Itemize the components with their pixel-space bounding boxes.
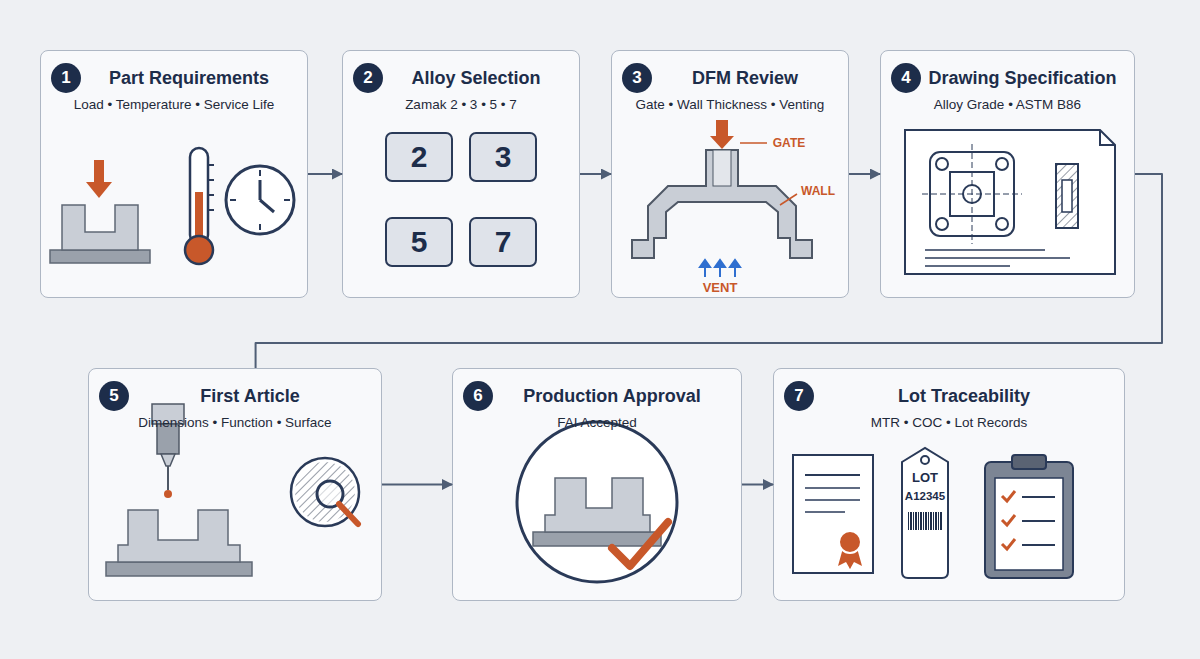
flow-connector (742, 484, 773, 486)
clipboard-icon (985, 455, 1073, 578)
flow-connector (849, 173, 880, 175)
drawing-sheet (905, 130, 1115, 274)
alloy-number: 5 (411, 225, 428, 259)
step-title: First Article (129, 386, 371, 407)
panel-header: 4Drawing Specification (891, 63, 1124, 93)
label-text: A12345 (905, 490, 945, 502)
panel-header: 6Production Approval (463, 381, 731, 411)
step-title: Part Requirements (81, 68, 297, 89)
magnifier-icon (291, 458, 359, 526)
step-title: Alloy Selection (383, 68, 569, 89)
step-number: 5 (99, 381, 129, 411)
alloy-tile: 3 (469, 132, 537, 182)
alloy-number: 7 (495, 225, 512, 259)
step-number: 3 (622, 63, 652, 93)
label-text: GATE (773, 136, 805, 150)
step-number: 2 (353, 63, 383, 93)
panel-header: 7Lot Traceability (784, 381, 1114, 411)
cmm-probe (152, 404, 184, 498)
flow-connector (308, 173, 342, 175)
label-text: WALL (801, 184, 835, 198)
step-number: 1 (51, 63, 81, 93)
callout-label: A12345 (905, 490, 945, 502)
step-number: 4 (891, 63, 921, 93)
alloy-number: 3 (495, 140, 512, 174)
step-subtitle: Alloy Grade • ASTM B86 (891, 97, 1124, 112)
step-subtitle: Dimensions • Function • Surface (99, 415, 371, 430)
panel-header: 1Part Requirements (51, 63, 297, 93)
callout-label: LOT (912, 470, 938, 485)
flow-connector (382, 484, 452, 486)
step-number: 7 (784, 381, 814, 411)
clock-icon (226, 166, 294, 234)
step-title: Drawing Specification (921, 68, 1124, 89)
panel-header: 3DFM Review (622, 63, 838, 93)
flow-connector (580, 173, 611, 175)
lot-tag (902, 448, 948, 578)
part-icon (106, 510, 252, 576)
callout-label: WALL (801, 184, 835, 198)
step-subtitle: Load • Temperature • Service Life (51, 97, 297, 112)
step-panel: 2Alloy SelectionZamak 2 • 3 • 5 • 72357 (342, 50, 580, 298)
alloy-number: 2 (411, 140, 428, 174)
label-text: LOT (912, 470, 938, 485)
step-title: Production Approval (493, 386, 731, 407)
alloy-tile: 5 (385, 217, 453, 267)
flow-connector (256, 174, 1162, 368)
step-title: DFM Review (652, 68, 838, 89)
certificate-icon (793, 455, 873, 573)
callout-label: GATE (773, 136, 805, 150)
alloy-tile: 2 (385, 132, 453, 182)
step-title: Lot Traceability (814, 386, 1114, 407)
thermometer-icon (185, 148, 214, 264)
callout-label: VENT (703, 280, 738, 295)
approval-icon (517, 422, 677, 582)
panel-header: 5First Article (99, 381, 371, 411)
step-number: 6 (463, 381, 493, 411)
alloy-tile: 7 (469, 217, 537, 267)
casting-section (632, 120, 812, 277)
panel-header: 2Alloy Selection (353, 63, 569, 93)
step-subtitle: FAI Accepted (463, 415, 731, 430)
step-subtitle: Gate • Wall Thickness • Venting (622, 97, 838, 112)
part-icon (50, 160, 150, 263)
step-subtitle: MTR • COC • Lot Records (784, 415, 1114, 430)
label-text: VENT (703, 280, 738, 295)
step-subtitle: Zamak 2 • 3 • 5 • 7 (353, 97, 569, 112)
